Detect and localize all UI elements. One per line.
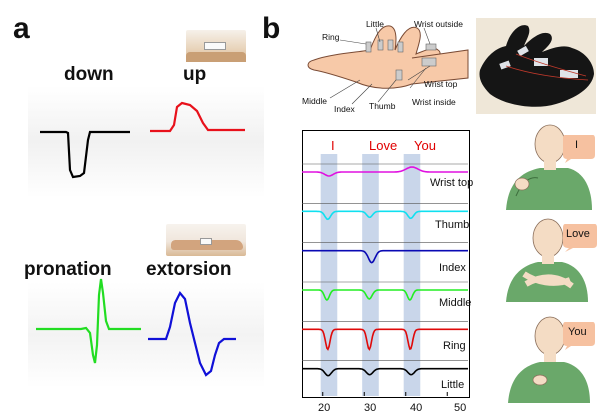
speech-bubble-love: [563, 224, 597, 252]
trace-label-index: Index: [439, 262, 466, 274]
bubble-text-i: I: [575, 139, 579, 151]
trace-line-middle: [302, 289, 468, 302]
bubble-text-love: Love: [566, 228, 590, 240]
wrist-photo: [186, 30, 246, 62]
trace-line-wrist-top: [302, 166, 468, 177]
label-down: down: [64, 64, 114, 85]
hand-label-wrist-inside: Wrist inside: [412, 97, 456, 107]
word-label-love: Love: [369, 138, 398, 153]
finger-signal-chart: [302, 154, 468, 396]
label-pronation: pronation: [24, 259, 112, 280]
word-label-you: You: [414, 138, 436, 153]
highlight-window-0: [320, 154, 338, 396]
hand-label-thumb: Thumb: [369, 101, 396, 111]
bubble-text-you: You: [568, 326, 587, 338]
glove-photo: [476, 18, 596, 114]
highlight-window-2: [403, 154, 421, 396]
speech-bubble-you: [563, 322, 595, 350]
x-tick-40: 40: [410, 402, 423, 414]
trace-line-little: [302, 367, 468, 377]
person-signing-you: [508, 316, 590, 403]
label-up: up: [183, 64, 207, 85]
panel-a-letter: a: [13, 12, 30, 45]
hand-label-wrist-outside: Wrist outside: [414, 19, 463, 29]
panel-a-bottom-plot-area: [28, 282, 264, 388]
hand-label-ring: Ring: [322, 32, 340, 42]
person-signing-love: [506, 218, 588, 302]
person-signing-i: [506, 124, 592, 210]
trace-label-little: Little: [441, 379, 465, 391]
speech-bubble-i: [563, 135, 595, 163]
panel-a-top-plot-area: [28, 86, 264, 198]
hand-label-wrist-top: Wrist top: [424, 79, 458, 89]
up-trace: [150, 101, 245, 133]
trace-label-middle: Middle: [439, 297, 472, 309]
hand-photo: [166, 224, 246, 256]
extorsion-trace: [148, 291, 236, 377]
chart-frame: [302, 130, 470, 398]
trace-line-ring: [302, 328, 468, 351]
hand-label-index: Index: [334, 104, 355, 114]
x-tick-50: 50: [454, 402, 467, 414]
trace-label-thumb: Thumb: [435, 219, 470, 231]
x-tick-20: 20: [318, 402, 331, 414]
hand-label-middle: Middle: [302, 96, 328, 106]
trace-line-thumb: [302, 210, 468, 221]
word-label-i: I: [331, 138, 335, 153]
highlight-window-1: [362, 154, 379, 396]
hand-label-little: Little: [366, 19, 384, 29]
hand-diagram: [307, 25, 469, 105]
down-trace: [40, 130, 130, 179]
trace-label-wrist-top: Wrist top: [430, 177, 474, 189]
panel-b-letter: b: [262, 12, 281, 45]
label-extorsion: extorsion: [146, 259, 232, 280]
pronation-trace: [36, 278, 141, 364]
trace-line-index: [302, 249, 468, 264]
trace-label-ring: Ring: [443, 340, 466, 352]
x-tick-30: 30: [364, 402, 377, 414]
